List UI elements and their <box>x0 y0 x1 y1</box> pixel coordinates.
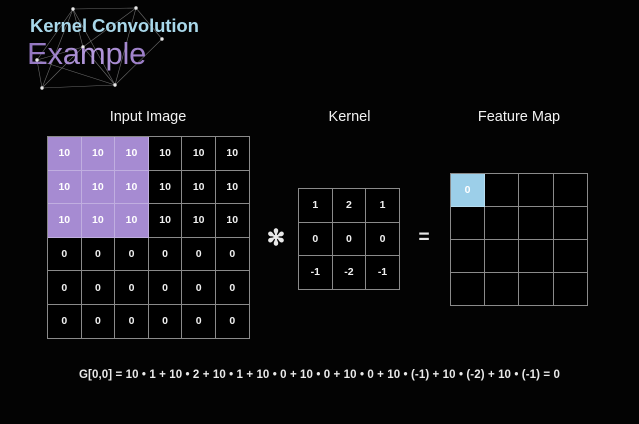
feature-cell-1-3 <box>553 207 588 240</box>
input-cell-5-5: 0 <box>215 304 250 339</box>
input-cell-2-4: 10 <box>182 204 216 238</box>
input-cell-3-2: 0 <box>115 237 149 272</box>
feature-cell-2-3 <box>553 240 588 273</box>
feature-cell-2-1 <box>485 240 520 273</box>
feature-cell-3-0 <box>451 273 486 306</box>
input-cell-1-3: 10 <box>148 170 183 205</box>
input-cell-1-2: 10 <box>115 170 149 205</box>
feature-cell-3-2 <box>519 273 554 306</box>
page-title: Kernel Convolution <box>30 15 199 36</box>
feature-cell-3-3 <box>553 273 588 306</box>
input-cell-0-4: 10 <box>182 137 216 171</box>
input-cell-2-1: 10 <box>81 204 116 238</box>
input-cell-2-3: 10 <box>148 204 183 238</box>
input-cell-4-2: 0 <box>115 271 149 305</box>
title-block: Kernel Convolution Example <box>0 0 300 100</box>
input-cell-0-0: 10 <box>48 137 82 171</box>
input-cell-3-1: 0 <box>81 237 116 272</box>
kernel-cell-2-1: -2 <box>332 256 367 290</box>
feature-cell-0-2 <box>519 174 554 207</box>
kernel-cell-2-0: -1 <box>299 256 333 290</box>
input-cell-4-3: 0 <box>148 271 183 305</box>
feature-cell-2-2 <box>519 240 554 273</box>
feature-cell-1-1 <box>485 207 520 240</box>
input-cell-4-5: 0 <box>215 271 250 305</box>
feature-map-heading: Feature Map <box>477 109 561 125</box>
feature-map-grid: 0 <box>450 173 588 306</box>
input-cell-5-0: 0 <box>48 304 82 339</box>
input-cell-5-3: 0 <box>148 304 183 339</box>
feature-cell-0-1 <box>485 174 520 207</box>
input-cell-2-5: 10 <box>215 204 250 238</box>
input-cell-0-5: 10 <box>215 137 250 171</box>
input-cell-3-5: 0 <box>215 237 250 272</box>
input-cell-1-0: 10 <box>48 170 82 205</box>
equals-operator: = <box>418 227 430 248</box>
input-cell-1-1: 10 <box>81 170 116 205</box>
input-image-heading: Input Image <box>109 109 187 125</box>
input-cell-3-0: 0 <box>48 237 82 272</box>
input-cell-1-4: 10 <box>182 170 216 205</box>
input-cell-4-0: 0 <box>48 271 82 305</box>
convolution-operator: ✻ <box>266 225 286 250</box>
input-cell-4-1: 0 <box>81 271 116 305</box>
feature-cell-0-0: 0 <box>451 174 486 207</box>
page-subtitle: Example <box>27 36 147 71</box>
kernel-cell-0-2: 1 <box>366 189 400 223</box>
input-cell-2-0: 10 <box>48 204 82 238</box>
kernel-cell-2-2: -1 <box>366 256 400 290</box>
kernel-cell-0-1: 2 <box>332 189 367 223</box>
input-cell-2-2: 10 <box>115 204 149 238</box>
feature-cell-1-2 <box>519 207 554 240</box>
kernel-cell-1-2: 0 <box>366 222 400 257</box>
input-cell-4-4: 0 <box>182 271 216 305</box>
kernel-cell-1-0: 0 <box>299 222 333 257</box>
input-cell-1-5: 10 <box>215 170 250 205</box>
input-cell-3-3: 0 <box>148 237 183 272</box>
input-cell-5-4: 0 <box>182 304 216 339</box>
input-cell-5-1: 0 <box>81 304 116 339</box>
input-cell-3-4: 0 <box>182 237 216 272</box>
feature-cell-3-1 <box>485 273 520 306</box>
feature-cell-0-3 <box>553 174 588 207</box>
input-cell-0-1: 10 <box>81 137 116 171</box>
kernel-cell-1-1: 0 <box>332 222 367 257</box>
convolution-formula: G[0,0] = 10 • 1 + 10 • 2 + 10 • 1 + 10 •… <box>79 369 560 381</box>
feature-cell-1-0 <box>451 207 486 240</box>
kernel-heading: Kernel <box>328 109 371 125</box>
kernel-cell-0-0: 1 <box>299 189 333 223</box>
input-cell-5-2: 0 <box>115 304 149 339</box>
feature-cell-2-0 <box>451 240 486 273</box>
input-cell-0-3: 10 <box>148 137 183 171</box>
input-cell-0-2: 10 <box>115 137 149 171</box>
